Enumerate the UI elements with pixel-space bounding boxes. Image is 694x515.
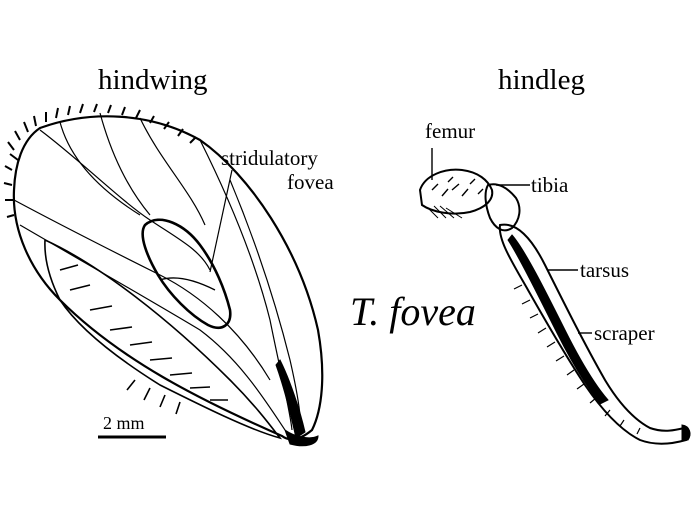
scale-bar-label: 2 mm [103,413,145,433]
wing-vein [99,112,151,216]
hindwing-title: hindwing [98,64,208,96]
hindleg-title: hindleg [498,64,585,96]
tarsus-bristles [513,284,641,435]
wing-vein [13,199,271,381]
tibia-shape [484,183,521,232]
wing-vein [139,117,206,226]
fovea-pointer [209,169,233,273]
hindwing-illustration [3,103,324,447]
scraper-shape [507,234,609,405]
scraper-label: scraper [594,321,655,345]
hindleg-illustration [418,148,691,445]
stridulatory-fovea [141,218,232,330]
wing-vein [59,121,141,216]
wing-base [275,359,306,439]
femur-label: femur [425,119,476,143]
species-name: T. fovea [350,289,476,334]
tibia-label: tibia [531,173,569,197]
wing-hatching [59,264,228,415]
foot-tip [681,424,691,441]
fovea-inner-line [159,277,216,291]
femur-claws [427,205,463,219]
femur-shape [418,168,494,215]
wing-vein [19,224,286,431]
stridulatory-label: stridulatory [221,146,318,170]
wing-vein [39,129,211,271]
wing-fringe [3,103,197,218]
wing-base-tip [284,428,319,447]
wing-anal-region [44,238,283,440]
femur-texture [431,176,484,197]
tarsus-label: tarsus [580,258,629,282]
fovea-label: fovea [287,170,334,194]
